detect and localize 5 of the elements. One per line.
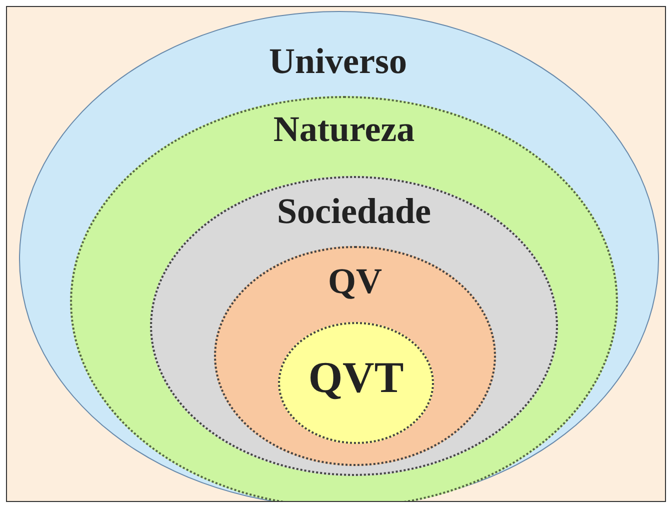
region-label: Universo [269, 40, 407, 82]
region-label: Sociedade [277, 190, 431, 232]
region-label: Natureza [273, 108, 415, 150]
region-label: QVT [308, 352, 404, 403]
region-label: QV [328, 260, 382, 302]
